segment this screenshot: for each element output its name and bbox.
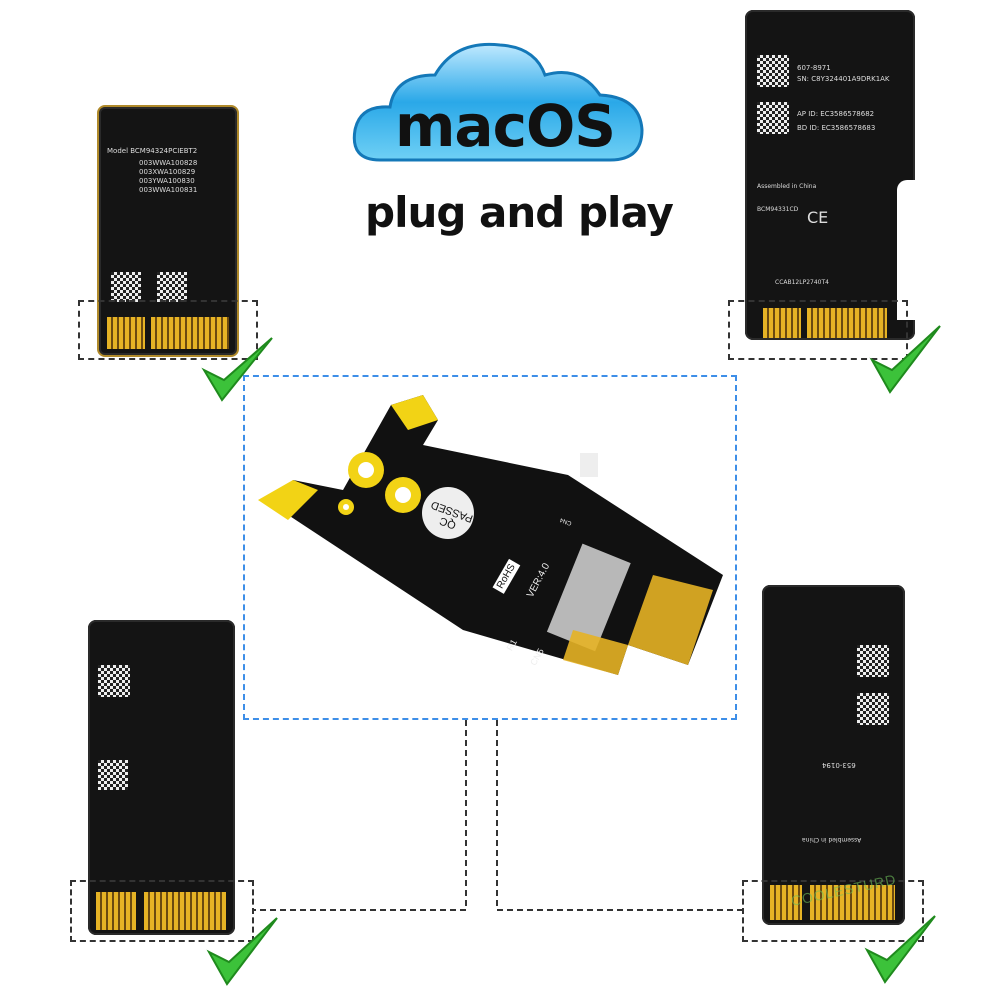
logo-text: macOS	[395, 92, 616, 160]
cloud-logo	[352, 42, 644, 162]
gold-fingers	[107, 317, 145, 349]
card-bd-id: BD ID: EC3586578683	[797, 124, 876, 132]
gold-fingers	[770, 885, 802, 920]
gold-fingers	[144, 892, 226, 930]
mini-pcie-adapter	[258, 395, 723, 675]
gold-fingers	[807, 308, 887, 338]
qr-code	[857, 693, 889, 725]
check-icon	[201, 337, 273, 402]
check-icon	[869, 325, 941, 394]
card-line: 003WWA100828	[139, 159, 198, 167]
card-origin: Assembled in China	[802, 836, 862, 843]
card-cert: CCAB12LP2740T4	[775, 279, 829, 286]
card-model: BCM94331CD	[757, 206, 799, 213]
ce-mark: CE	[807, 208, 829, 227]
card-part-number: 653-0194	[822, 761, 856, 769]
gold-fingers	[151, 317, 229, 349]
connector-highlight-box	[78, 300, 258, 360]
qr-code	[157, 272, 187, 302]
wifi-card-bottom-right: 653-0194 Assembled in China	[762, 585, 905, 925]
card-origin: Assembled in China	[757, 183, 817, 190]
wifi-card-top-right: 607-8971 SN: C8Y324401A9DRK1AK AP ID: EC…	[745, 10, 919, 340]
tagline: plug and play	[365, 188, 674, 237]
qr-code	[857, 645, 889, 677]
connector-highlight-box	[70, 880, 254, 942]
adapter-frame	[243, 375, 737, 720]
check-icon	[206, 917, 278, 986]
gold-fingers	[810, 885, 895, 920]
qr-code	[98, 760, 128, 790]
card-line: 003XWA100829	[139, 168, 196, 176]
card-part-number: 607-8971	[797, 64, 831, 72]
qr-code	[98, 665, 130, 697]
qr-code	[757, 55, 789, 87]
gold-fingers	[96, 892, 136, 930]
card-line: 003WWA100831	[139, 186, 198, 194]
card-ap-id: AP ID: EC3586578682	[797, 110, 875, 118]
connector-highlight-box	[728, 300, 908, 360]
card-line: 003YWA100830	[139, 177, 195, 185]
wifi-card-bottom-left	[88, 620, 235, 935]
wifi-card-top-left: Model BCM94324PCIEBT2 003WWA100828 003XW…	[97, 105, 239, 357]
gold-fingers	[763, 308, 801, 338]
check-icon	[864, 915, 936, 984]
qr-code	[757, 102, 789, 134]
connector-highlight-box	[742, 880, 924, 942]
card-model: Model BCM94324PCIEBT2	[107, 147, 198, 155]
qr-code	[111, 272, 141, 302]
card-serial: SN: C8Y324401A9DRK1AK	[797, 75, 890, 83]
